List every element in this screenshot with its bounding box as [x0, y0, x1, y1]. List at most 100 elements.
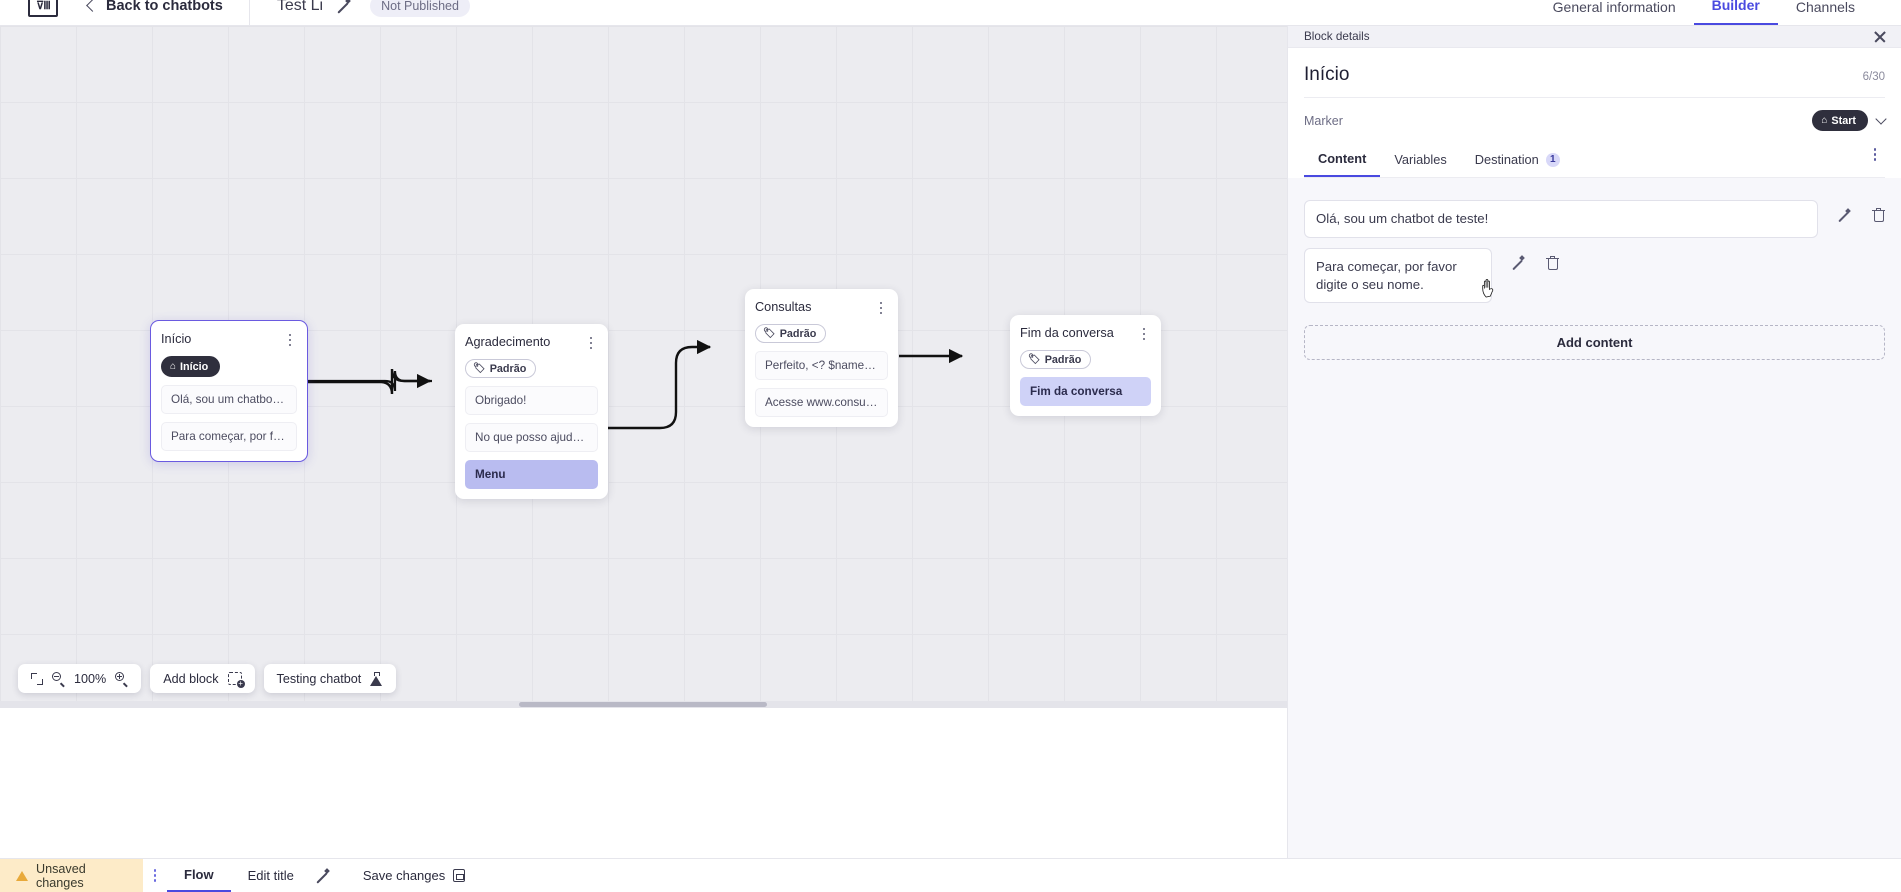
tag-icon: 🏷	[763, 328, 776, 339]
trash-icon[interactable]	[1872, 208, 1885, 222]
tab-destination[interactable]: Destination 1	[1461, 144, 1574, 176]
panel-header: Block details	[1288, 26, 1901, 48]
fit-screen-icon[interactable]	[31, 672, 43, 685]
block-tag-default: 🏷 Padrão	[465, 359, 537, 378]
home-icon: ⌂	[170, 361, 177, 372]
panel-header-label: Block details	[1304, 30, 1370, 43]
save-changes-label: Save changes	[362, 868, 446, 883]
panel-body: Início 6/30 Marker ⌂ Start Content	[1288, 48, 1901, 178]
block-menu-icon[interactable]	[874, 300, 888, 316]
block-row[interactable]: Olá, sou um chatbot de teste!	[161, 385, 297, 414]
add-block-icon: +	[227, 672, 245, 688]
marker-select[interactable]: ⌂ Start	[1812, 110, 1887, 131]
bottom-bar: Unsaved changes Flow Edit title Save cha…	[0, 858, 1901, 892]
content-text[interactable]: Para começar, por favor digite o seu nom…	[1304, 247, 1492, 304]
bottom-tab-flow-label: Flow	[184, 867, 214, 882]
content-actions	[1818, 200, 1885, 222]
block-row[interactable]: No que posso ajudar, <? $name ...	[465, 423, 598, 452]
flow-block-agradecimento[interactable]: Agradecimento 🏷 Padrão Obrigado! No que …	[455, 324, 608, 499]
tab-general-information[interactable]: General information	[1552, 0, 1676, 15]
tab-variables-label: Variables	[1394, 152, 1447, 167]
block-tag-default: 🏷 Padrão	[1020, 350, 1092, 369]
testing-chatbot-label: Testing chatbot	[276, 671, 362, 686]
block-title: Consultas	[755, 300, 812, 314]
logo-glyph: ⊽Ⅲ	[36, 0, 51, 12]
pencil-icon[interactable]	[1836, 208, 1850, 222]
back-label: Back to chatbots	[106, 0, 223, 14]
chevron-left-icon	[86, 0, 99, 12]
block-row[interactable]: Obrigado!	[465, 386, 598, 415]
block-row-menu[interactable]: Menu	[465, 460, 598, 489]
flow-block-consultas[interactable]: Consultas 🏷 Padrão Perfeito, <? $name ?>…	[745, 289, 898, 427]
block-header: Fim da conversa	[1020, 326, 1151, 342]
content-list: Olá, sou um chatbot de teste! Para começ…	[1288, 178, 1901, 304]
tab-destination-label: Destination	[1474, 152, 1539, 167]
block-menu-icon[interactable]	[584, 335, 598, 351]
unsaved-changes-label: Unsaved changes	[36, 861, 86, 890]
add-block-label: Add block	[163, 671, 219, 686]
more-vertical-icon[interactable]	[143, 859, 167, 892]
back-to-chatbots-button[interactable]: Back to chatbots	[86, 0, 250, 26]
block-tag-default: 🏷 Padrão	[755, 324, 827, 343]
zoom-in-icon[interactable]	[115, 672, 129, 687]
block-tag-label: Padrão	[489, 362, 527, 375]
block-row[interactable]: Para começar, por favor digite o ...	[161, 422, 297, 451]
content-item: Para começar, por favor digite o seu nom…	[1304, 247, 1885, 304]
tab-content[interactable]: Content	[1304, 143, 1381, 177]
destination-count-badge: 1	[1545, 152, 1560, 167]
block-title: Início	[161, 332, 192, 346]
marker-value-badge: ⌂ Start	[1812, 110, 1868, 131]
content-text[interactable]: Olá, sou um chatbot de teste!	[1304, 200, 1818, 238]
block-header: Início	[161, 332, 297, 348]
tab-channels[interactable]: Channels	[1795, 0, 1855, 15]
pencil-icon[interactable]	[335, 0, 350, 13]
block-row-end[interactable]: Fim da conversa	[1020, 377, 1151, 406]
block-row[interactable]: Acesse www.consultas.com par...	[755, 388, 888, 417]
brand-logo-icon: ⊽Ⅲ	[28, 0, 58, 17]
block-tag-label: Padrão	[1044, 353, 1082, 366]
save-changes-button[interactable]: Save changes	[346, 859, 482, 892]
edit-title-label: Edit title	[247, 868, 294, 883]
chatbot-name: Test Li	[276, 0, 324, 14]
zoom-control-group[interactable]: 100%	[18, 664, 142, 693]
top-bar: ⊽Ⅲ Back to chatbots Test Li Not Publishe…	[0, 0, 1901, 26]
top-tabs: General information Builder Channels	[1535, 0, 1873, 25]
block-tag-label: Início	[180, 360, 209, 373]
chevron-down-icon[interactable]	[1875, 113, 1887, 125]
zoom-out-icon[interactable]	[52, 672, 65, 687]
block-title: Fim da conversa	[1020, 326, 1114, 340]
tab-content-label: Content	[1318, 151, 1367, 166]
more-vertical-icon[interactable]	[1867, 148, 1883, 161]
marker-label: Marker	[1304, 113, 1343, 128]
tab-builder[interactable]: Builder	[1693, 0, 1778, 25]
pencil-icon[interactable]	[1510, 256, 1524, 270]
block-row[interactable]: Perfeito, <? $name ?>!	[755, 351, 888, 380]
add-content-button[interactable]: Add content	[1304, 325, 1885, 361]
panel-title: Início	[1304, 64, 1350, 85]
flow-canvas[interactable]: Início ⌂ Início Olá, sou um chatbot de t…	[0, 26, 1287, 708]
block-details-panel: Block details Início 6/30 Marker ⌂ Start	[1287, 26, 1901, 858]
edit-title-button[interactable]: Edit title	[231, 859, 346, 892]
close-icon[interactable]	[1873, 30, 1887, 44]
block-tag-start: ⌂ Início	[161, 356, 221, 377]
block-menu-icon[interactable]	[1137, 326, 1151, 342]
tab-variables[interactable]: Variables	[1380, 144, 1460, 176]
bottom-tab-flow[interactable]: Flow	[167, 859, 231, 892]
canvas-horizontal-scrollbar[interactable]	[0, 701, 1287, 708]
content-item: Olá, sou um chatbot de teste!	[1304, 200, 1885, 238]
panel-char-count: 6/30	[1862, 71, 1885, 83]
block-menu-icon[interactable]	[283, 332, 297, 348]
add-block-button[interactable]: Add block +	[150, 664, 255, 693]
tag-icon: 🏷	[1028, 354, 1041, 365]
tag-icon: 🏷	[473, 363, 486, 374]
content-actions	[1492, 248, 1559, 270]
home-icon: ⌂	[1821, 115, 1828, 126]
canvas-toolbar: 100% Add block + Testing chatbot	[18, 664, 397, 693]
flow-block-fim-da-conversa[interactable]: Fim da conversa 🏷 Padrão Fim da conversa	[1010, 315, 1161, 416]
block-header: Consultas	[755, 300, 888, 316]
flow-block-inicio[interactable]: Início ⌂ Início Olá, sou um chatbot de t…	[150, 320, 308, 462]
panel-title-row: Início 6/30	[1304, 48, 1885, 98]
trash-icon[interactable]	[1546, 255, 1559, 270]
testing-chatbot-button[interactable]: Testing chatbot	[263, 664, 397, 693]
block-tag-label: Padrão	[779, 327, 817, 340]
